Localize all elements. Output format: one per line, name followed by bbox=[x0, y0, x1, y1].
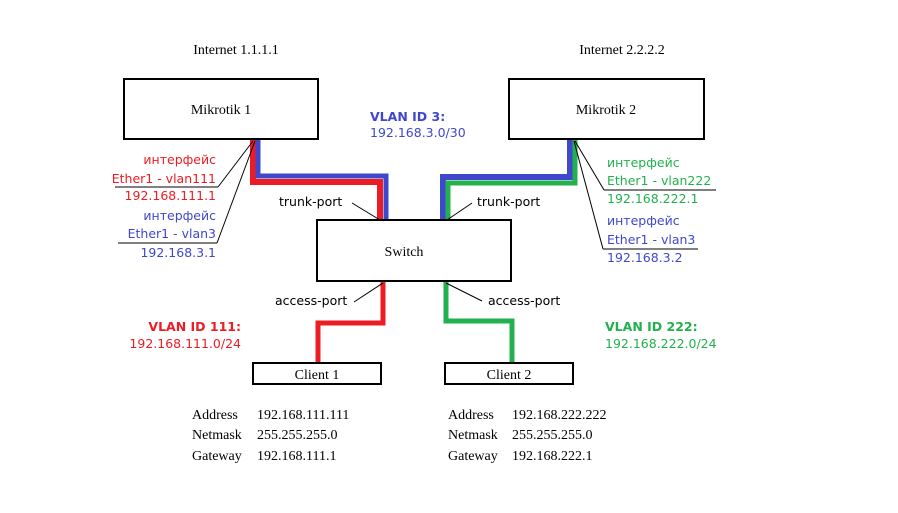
config-value: 192.168.222.222 bbox=[512, 408, 607, 423]
vlan3-title: VLAN ID 3: bbox=[370, 109, 445, 124]
r2-iface2-name: Ether1 - vlan3 bbox=[607, 232, 695, 247]
r2-iface1-label: интерфейс bbox=[607, 155, 680, 170]
vlan222-subnet: 192.168.222.0/24 bbox=[605, 336, 717, 351]
r1-iface1-ip: 192.168.111.1 bbox=[125, 188, 216, 203]
router2-box: Mikrotik 2 bbox=[508, 78, 705, 140]
r2-iface2-ip: 192.168.3.2 bbox=[607, 250, 683, 265]
trunk-port-right-pointer bbox=[446, 202, 473, 221]
config-value: 255.255.255.0 bbox=[512, 428, 593, 443]
r1-iface2-label: интерфейс bbox=[143, 208, 216, 223]
client1-label: Client 1 bbox=[295, 368, 340, 383]
internet-label-left: Internet 1.1.1.1 bbox=[193, 43, 279, 58]
router1-box: Mikrotik 1 bbox=[123, 78, 319, 140]
config-key: Netmask bbox=[192, 428, 242, 443]
config-key: Gateway bbox=[192, 449, 242, 464]
config-key: Address bbox=[192, 408, 238, 423]
client1-box: Client 1 bbox=[252, 362, 382, 385]
vlan111-title: VLAN ID 111: bbox=[148, 319, 241, 334]
r1-iface1-label: интерфейс bbox=[143, 152, 216, 167]
router1-label: Mikrotik 1 bbox=[191, 103, 251, 118]
cable-r2-green bbox=[445, 140, 578, 220]
callout-line bbox=[216, 140, 256, 244]
config-key: Address bbox=[448, 408, 494, 423]
callout-line bbox=[574, 140, 605, 191]
access-port-right-pointer bbox=[445, 282, 483, 302]
cable-client1 bbox=[315, 282, 386, 362]
vlan3-subnet: 192.168.3.0/30 bbox=[370, 125, 466, 140]
r2-iface1-ip: 192.168.222.1 bbox=[607, 191, 698, 206]
r2-iface2-label: интерфейс bbox=[607, 213, 680, 228]
cable-r1-red bbox=[250, 140, 383, 220]
cable-client2 bbox=[443, 282, 515, 362]
switch-label: Switch bbox=[385, 245, 424, 260]
internet-label-right: Internet 2.2.2.2 bbox=[579, 43, 665, 58]
r1-iface2-ip: 192.168.3.1 bbox=[140, 245, 216, 260]
trunk-port-left-pointer bbox=[351, 202, 381, 221]
access-port-left-pointer bbox=[353, 282, 384, 303]
client2-box: Client 2 bbox=[444, 362, 574, 385]
config-key: Netmask bbox=[448, 428, 498, 443]
client2-config: Address 192.168.222.222 Netmask 255.255.… bbox=[448, 408, 607, 464]
router2-label: Mikrotik 2 bbox=[576, 103, 636, 118]
client1-config: Address 192.168.111.111 Netmask 255.255.… bbox=[192, 408, 349, 464]
r1-iface1-name: Ether1 - vlan111 bbox=[112, 171, 216, 186]
config-value: 192.168.111.1 bbox=[257, 449, 336, 464]
switch-box: Switch bbox=[316, 219, 512, 282]
trunk-port-right-label: trunk-port bbox=[477, 194, 540, 209]
cable-r2-blue bbox=[440, 140, 573, 220]
vlan222-title: VLAN ID 222: bbox=[605, 319, 698, 334]
client2-label: Client 2 bbox=[487, 368, 532, 383]
config-value: 192.168.111.111 bbox=[257, 408, 349, 423]
r1-iface2-name: Ether1 - vlan3 bbox=[128, 226, 216, 241]
cable-r1-blue bbox=[255, 140, 389, 220]
r2-iface1-name: Ether1 - vlan222 bbox=[607, 173, 711, 188]
config-value: 255.255.255.0 bbox=[257, 428, 338, 443]
config-key: Gateway bbox=[448, 449, 498, 464]
vlan111-subnet: 192.168.111.0/24 bbox=[129, 336, 241, 351]
access-port-right-label: access-port bbox=[488, 293, 560, 308]
config-value: 192.168.222.1 bbox=[512, 449, 593, 464]
callout-line bbox=[573, 140, 604, 250]
access-port-left-label: access-port bbox=[275, 293, 347, 308]
trunk-port-left-label: trunk-port bbox=[279, 194, 342, 209]
callout-line bbox=[217, 140, 254, 188]
